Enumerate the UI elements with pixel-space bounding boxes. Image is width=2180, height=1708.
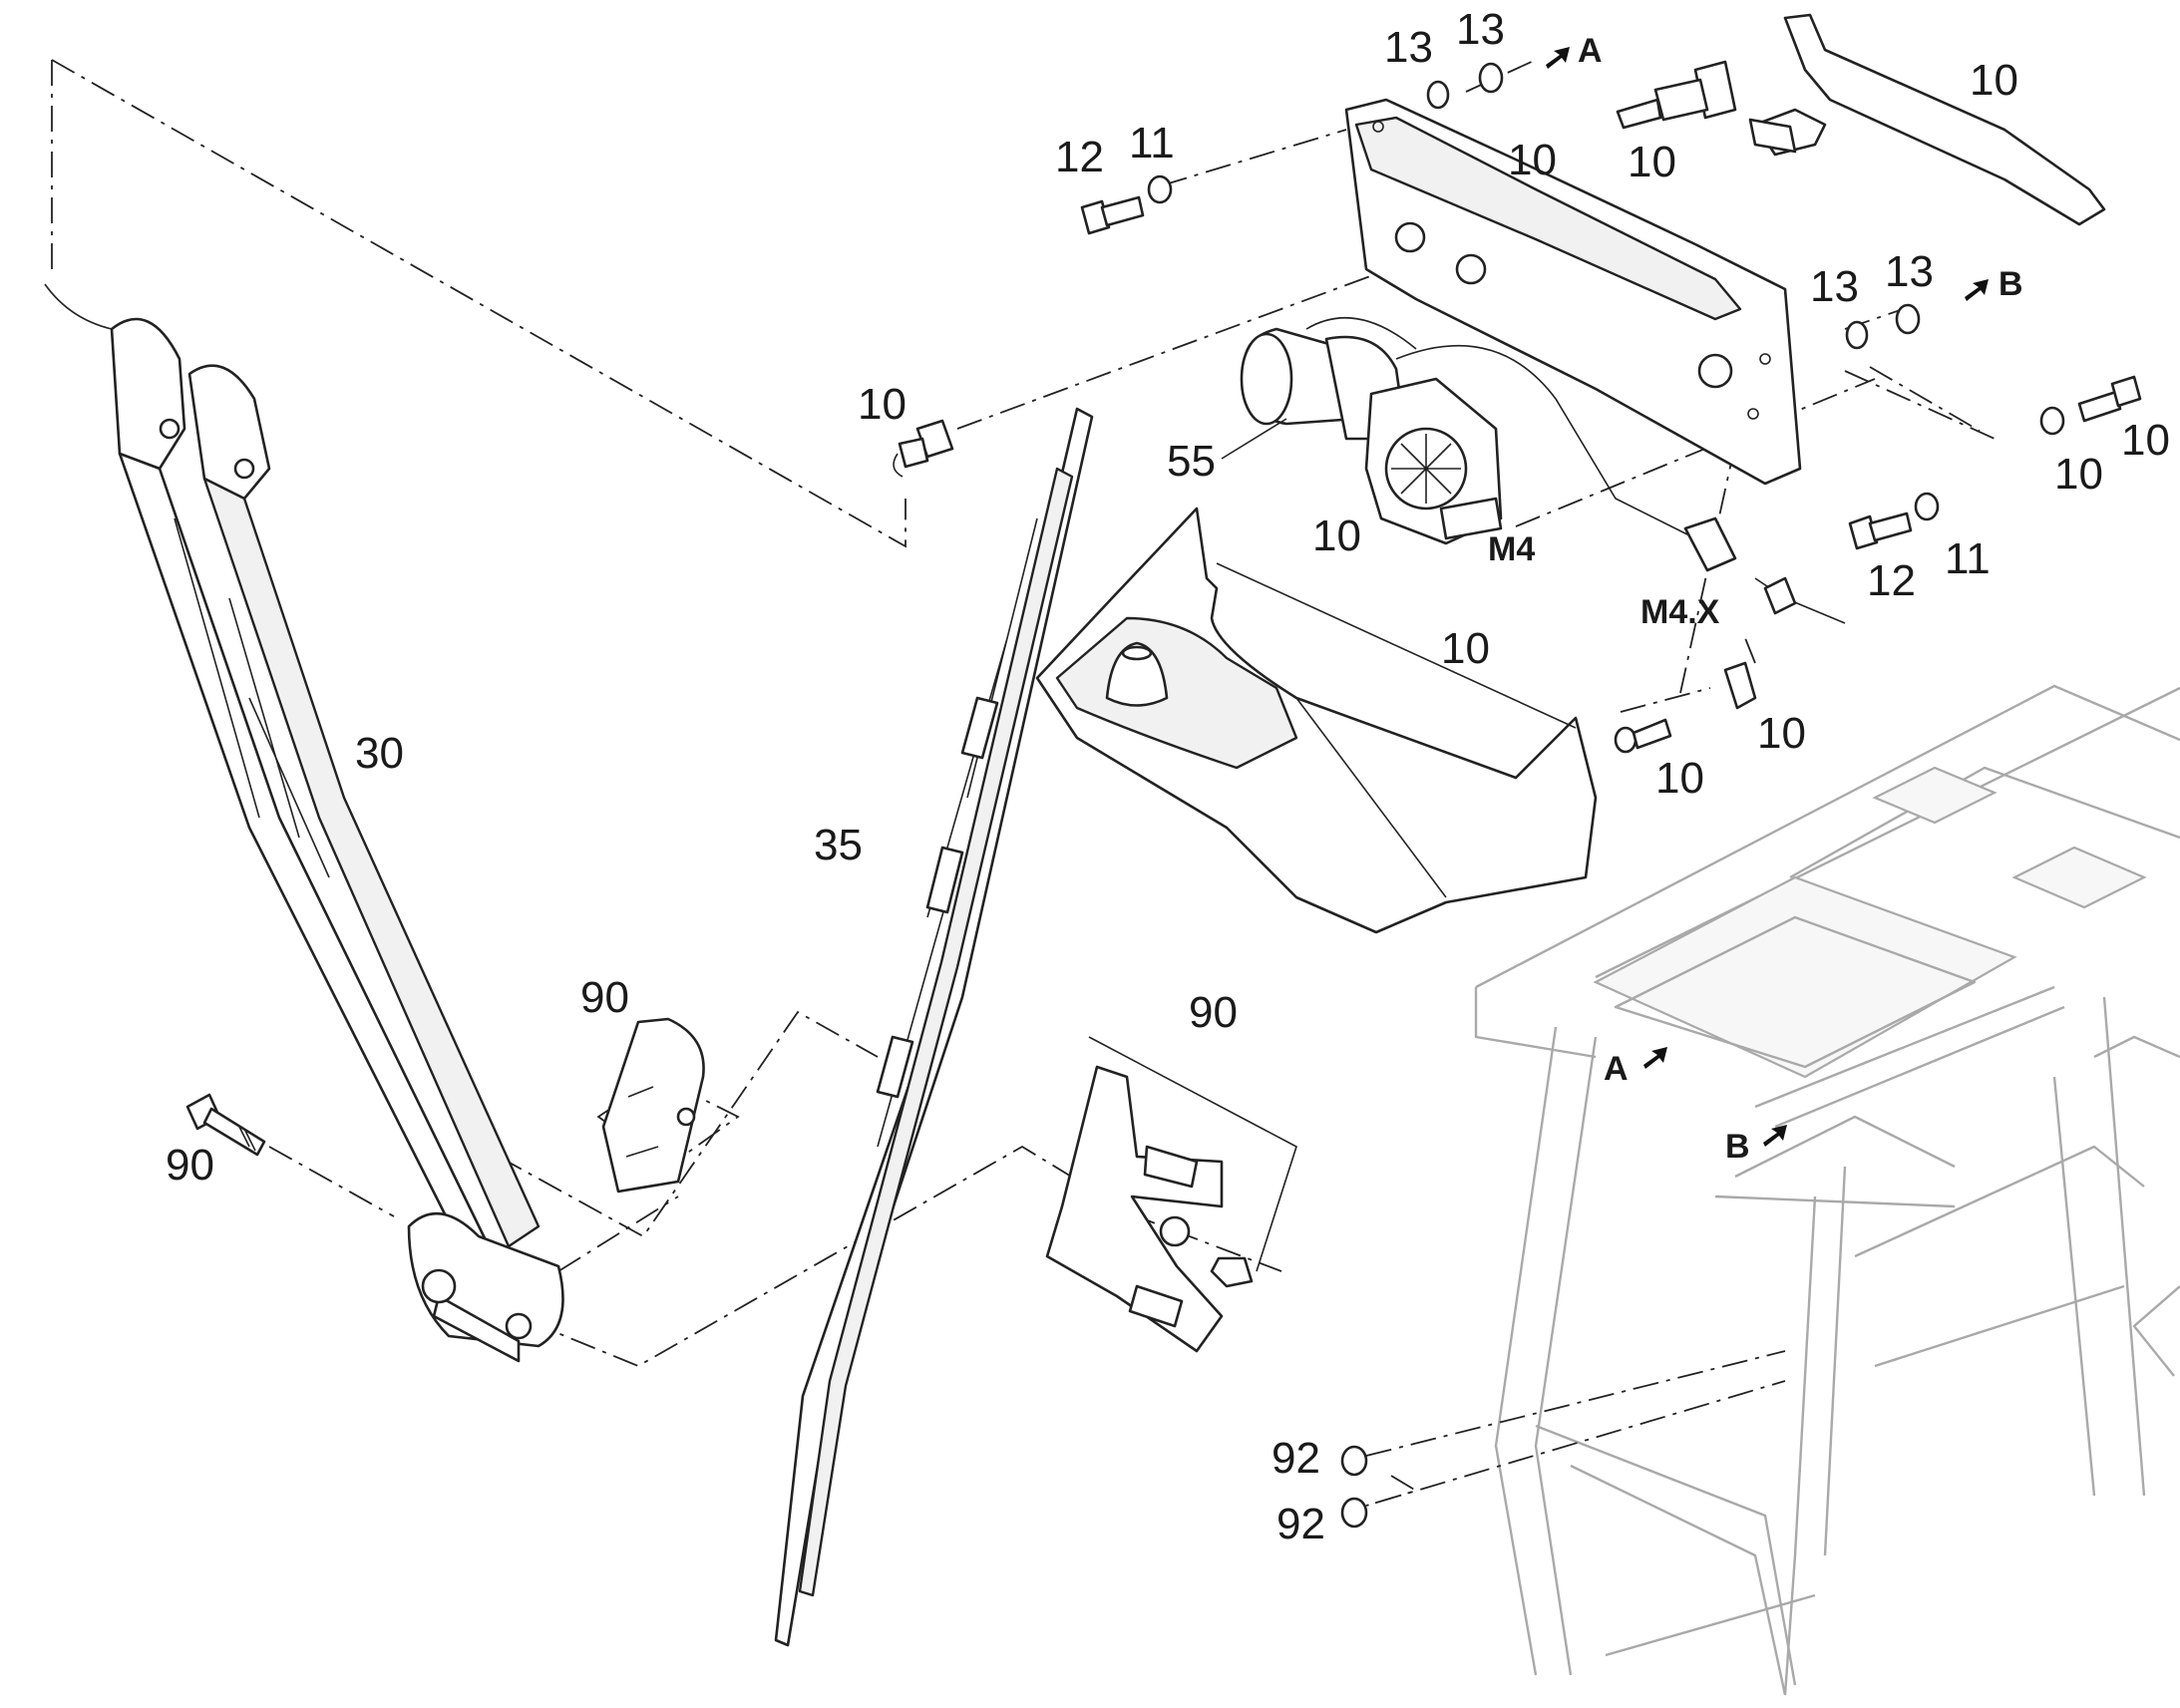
bolt-right (2039, 375, 2142, 436)
arrow-icon (1546, 47, 1570, 69)
washers-a (1426, 47, 1570, 110)
label-adapter-left: 90 (580, 973, 629, 1022)
label-arm: 30 (355, 729, 404, 778)
bolt-top (1080, 174, 1173, 235)
label-washer-lower: 11 (1945, 534, 1991, 583)
arm-bolt (185, 1093, 266, 1157)
label-bolt-lower: 12 (1867, 556, 1916, 605)
label-washer-a1: 13 (1384, 23, 1433, 72)
cover-shell (1035, 507, 1598, 934)
wiper-blade (774, 407, 1094, 1647)
adapter-left (601, 1017, 705, 1194)
washers-b (1845, 279, 1989, 350)
label-washer-top: 11 (1129, 119, 1175, 168)
leader-motor (1221, 418, 1287, 460)
mounting-plate (1344, 98, 1802, 486)
label-cab-a: A (1604, 1050, 1629, 1088)
label-arm-bolt: 90 (166, 1141, 214, 1190)
label-motor-id: M4 (1488, 530, 1535, 568)
label-motor-cover: 10 (1312, 512, 1361, 560)
screw (1614, 718, 1672, 754)
label-blade: 35 (814, 821, 863, 869)
label-cover-shell: 10 (1441, 624, 1490, 673)
label-motor: 55 (1167, 437, 1216, 486)
arrow-icon (1643, 1047, 1667, 1069)
label-plug-2: 92 (1276, 1500, 1325, 1548)
label-connector-id: M4.X (1640, 593, 1720, 631)
label-plug-1: 92 (1272, 1434, 1320, 1483)
clip (1723, 661, 1757, 710)
label-washer-right: 10 (2054, 450, 2103, 499)
pivot-pin (1616, 60, 1737, 130)
label-pivot-bracket: 10 (1970, 56, 2018, 105)
label-washer-nozzle: 10 (858, 380, 907, 429)
arrow-icon (1965, 279, 1989, 301)
label-arrow-a: A (1578, 32, 1603, 70)
plugs (1340, 1445, 1368, 1529)
label-washer-a2: 13 (1456, 5, 1505, 54)
cab-arrow-a: A (1604, 1047, 1667, 1088)
pivot-bracket (1748, 13, 2106, 226)
label-arrow-b: B (1998, 265, 2023, 303)
label-washer-b1: 13 (1810, 262, 1859, 311)
cab-arrow-b: B (1725, 1125, 1787, 1166)
label-clip: 10 (1757, 709, 1806, 758)
cab-frame (1474, 684, 2180, 1696)
label-washer-b2: 13 (1885, 247, 1934, 296)
wiper-arm (44, 283, 564, 1363)
wiper-motor (1240, 317, 1846, 624)
label-screw: 10 (1655, 754, 1704, 803)
label-bolt-top: 12 (1055, 133, 1104, 181)
leader-bracket (1088, 1036, 1297, 1272)
label-mounting-plate: 10 (1508, 136, 1557, 184)
label-cab-b: B (1725, 1128, 1750, 1166)
arrow-icon (1763, 1125, 1787, 1147)
label-pivot-pin: 10 (1628, 138, 1676, 186)
label-adapter-right: 90 (1189, 988, 1238, 1037)
bolt-lower (1848, 492, 1940, 550)
label-bolt-right: 10 (2121, 416, 2170, 465)
adapter-right (1045, 1065, 1254, 1353)
washer-nozzle (893, 419, 954, 478)
